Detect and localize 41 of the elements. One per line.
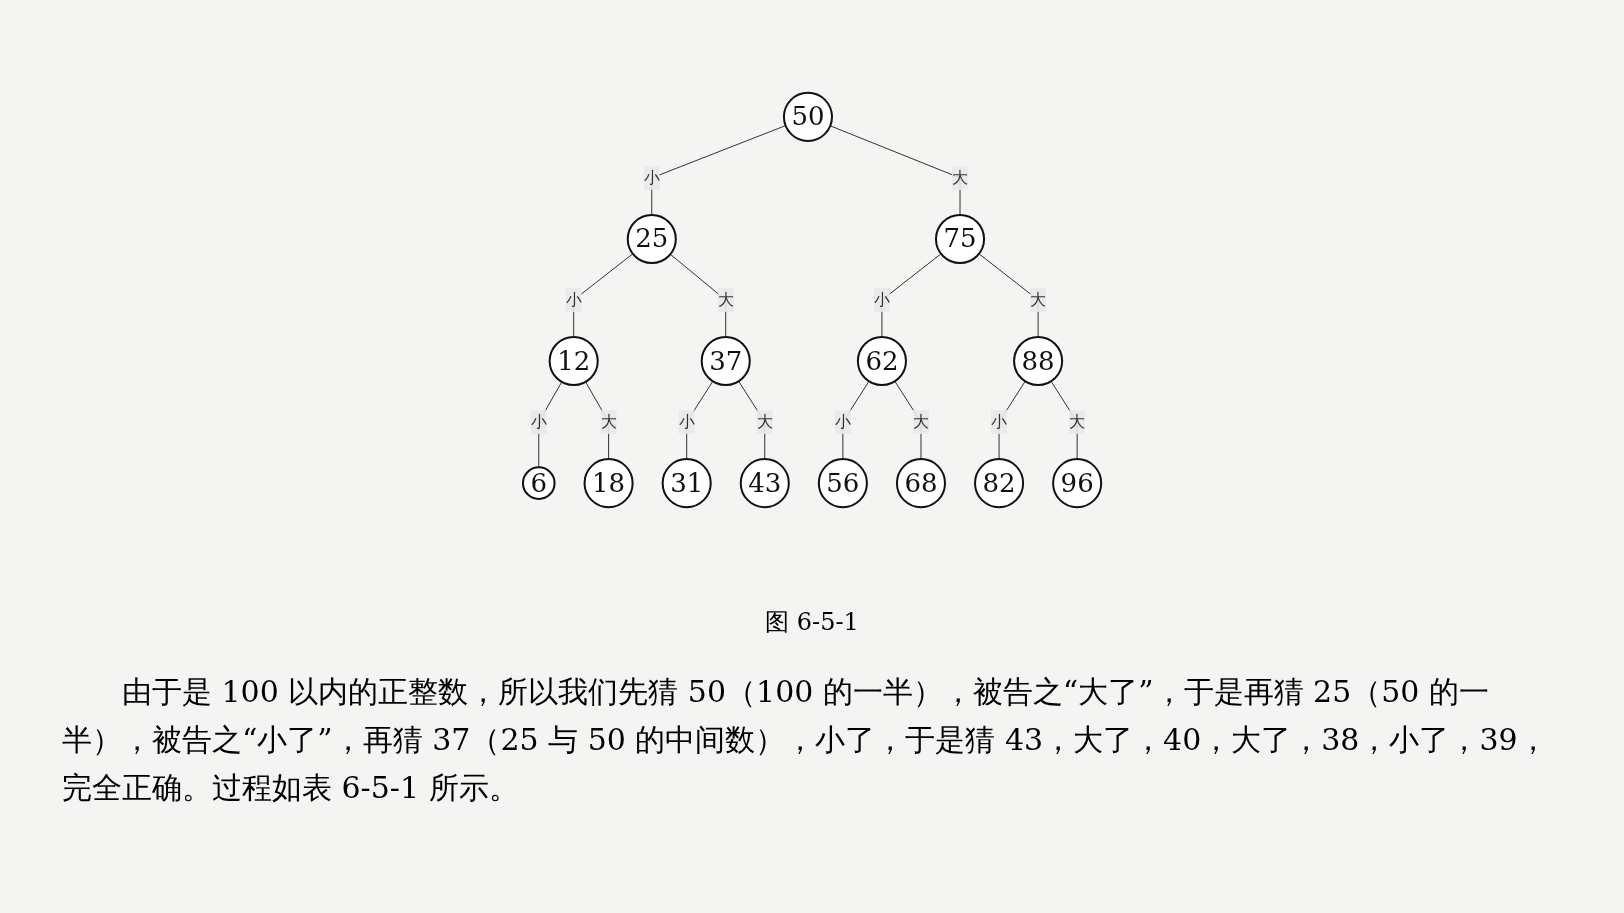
node-circle: 37 — [700, 336, 751, 387]
edge-label: 大 — [1069, 412, 1086, 432]
node-circle: 82 — [973, 458, 1024, 509]
connector — [881, 253, 942, 338]
edge-label: 小 — [565, 290, 582, 309]
paragraph: 由于是 100 以内的正整数，所以我们先猜 50（100 的一半），被告之“大了”，于是再猜 25（50 的一半），被告之“小了”，再猜 37（25 与 50 的中间数），小了，于是猜 43，大了，40，大了，38，小了，39，完全正确。过程如表 6-5-1 所示。 — [62, 673, 1549, 807]
edge-label: 大 — [600, 412, 617, 432]
connector — [894, 380, 922, 460]
edge-label: 小 — [873, 290, 890, 309]
edge-label: 大 — [756, 412, 773, 432]
node-circle: 50 — [782, 91, 833, 142]
node-circle: 43 — [739, 458, 790, 509]
node-circle: 75 — [934, 213, 985, 264]
connector — [829, 125, 961, 216]
node-circle: 96 — [1052, 458, 1103, 509]
connector — [738, 380, 766, 460]
connector — [573, 253, 634, 338]
node-circle: 25 — [626, 213, 677, 264]
connector — [978, 253, 1039, 338]
node-circle: 18 — [583, 458, 634, 509]
edge-label: 大 — [912, 412, 929, 432]
edge-label: 小 — [643, 167, 660, 187]
edge-label: 小 — [678, 412, 695, 432]
node-circle: 6 — [521, 466, 556, 500]
edge-label: 大 — [717, 290, 734, 309]
node-circle: 12 — [548, 336, 599, 387]
node-circle: 31 — [661, 458, 712, 509]
node-circle: 56 — [817, 458, 868, 509]
edge-label: 大 — [951, 167, 968, 187]
edge-label: 小 — [834, 412, 851, 432]
node-circle: 68 — [895, 458, 946, 509]
edge-label: 大 — [1030, 290, 1046, 309]
connector — [651, 125, 786, 216]
node-circle: 88 — [1012, 336, 1064, 387]
node-circle: 62 — [856, 336, 907, 387]
edge-label: 小 — [530, 412, 547, 432]
figure-caption: 图 6-5-1 — [764, 607, 860, 638]
connector — [585, 381, 609, 460]
edge-label: 小 — [990, 412, 1007, 432]
connector — [669, 253, 727, 338]
connector — [1050, 380, 1078, 460]
